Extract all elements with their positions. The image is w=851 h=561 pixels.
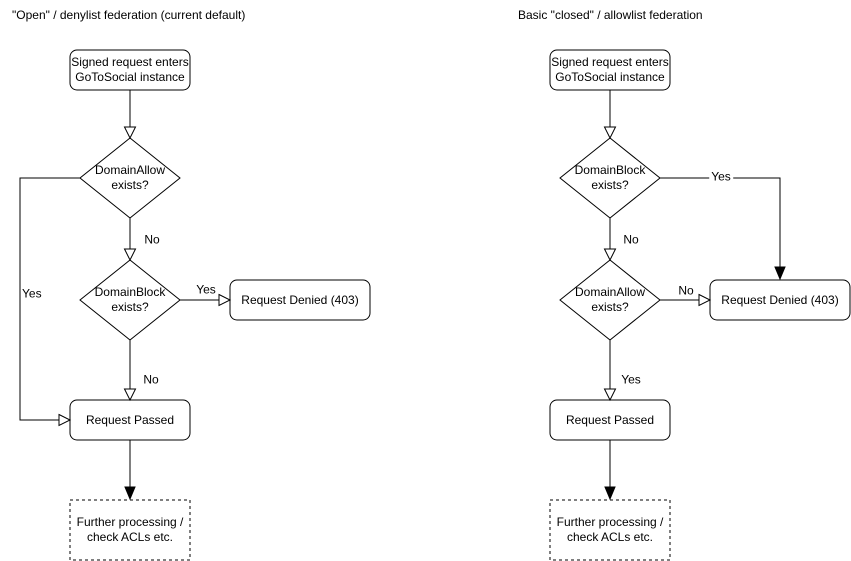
right-passed-label: Request Passed <box>565 412 655 427</box>
left-edge-label-no-2: No <box>141 372 161 387</box>
right-edge-label-yes-denied: Yes <box>709 169 733 184</box>
left-edge-decision1-yes-passed <box>19 177 80 421</box>
left-arrowhead-open-1 <box>123 126 137 140</box>
left-arrowhead-open-2 <box>123 248 137 262</box>
right-arrowhead-open-2 <box>603 248 617 262</box>
right-edge-label-yes-2: Yes <box>619 372 643 387</box>
right-chart-title: Basic "closed" / allowlist federation <box>518 8 703 22</box>
left-arrowhead-open-4 <box>218 293 232 307</box>
right-edge-decision1-yes-denied <box>660 177 781 267</box>
right-edge-label-no-1: No <box>621 232 641 247</box>
left-start-label: Signed request enters GoToSocial instanc… <box>71 55 189 84</box>
left-arrowhead-open-3 <box>58 413 72 427</box>
left-arrowhead-filled-1 <box>124 486 136 501</box>
right-arrowhead-open-1 <box>603 126 617 140</box>
left-denied-label: Request Denied (403) <box>241 292 359 307</box>
left-further-node <box>69 499 191 561</box>
right-further-label: Further processing / check ACLs etc. <box>556 515 664 544</box>
left-passed-label: Request Passed <box>85 412 175 427</box>
right-decision2-label: DomainAllow exists? <box>574 285 646 314</box>
left-edge-label-yes-denied: Yes <box>194 282 218 297</box>
right-arrowhead-filled-1 <box>774 266 786 281</box>
right-arrowhead-open-3 <box>698 293 712 307</box>
right-edge-label-no-denied: No <box>676 283 696 298</box>
right-denied-label: Request Denied (403) <box>721 292 839 307</box>
left-further-label: Further processing / check ACLs etc. <box>76 515 184 544</box>
left-edge-label-yes-branch: Yes <box>22 286 42 301</box>
right-start-label: Signed request enters GoToSocial instanc… <box>551 55 669 84</box>
right-arrowhead-filled-2 <box>604 486 616 501</box>
left-decision2-label: DomainBlock exists? <box>94 285 166 314</box>
left-chart-title: "Open" / denylist federation (current de… <box>12 8 246 22</box>
right-arrowhead-open-4 <box>603 388 617 402</box>
right-further-node <box>549 499 671 561</box>
left-decision1-label: DomainAllow exists? <box>94 163 166 192</box>
right-decision1-label: DomainBlock exists? <box>574 163 646 192</box>
left-edge-label-no-1: No <box>142 232 162 247</box>
left-arrowhead-open-5 <box>123 388 137 402</box>
